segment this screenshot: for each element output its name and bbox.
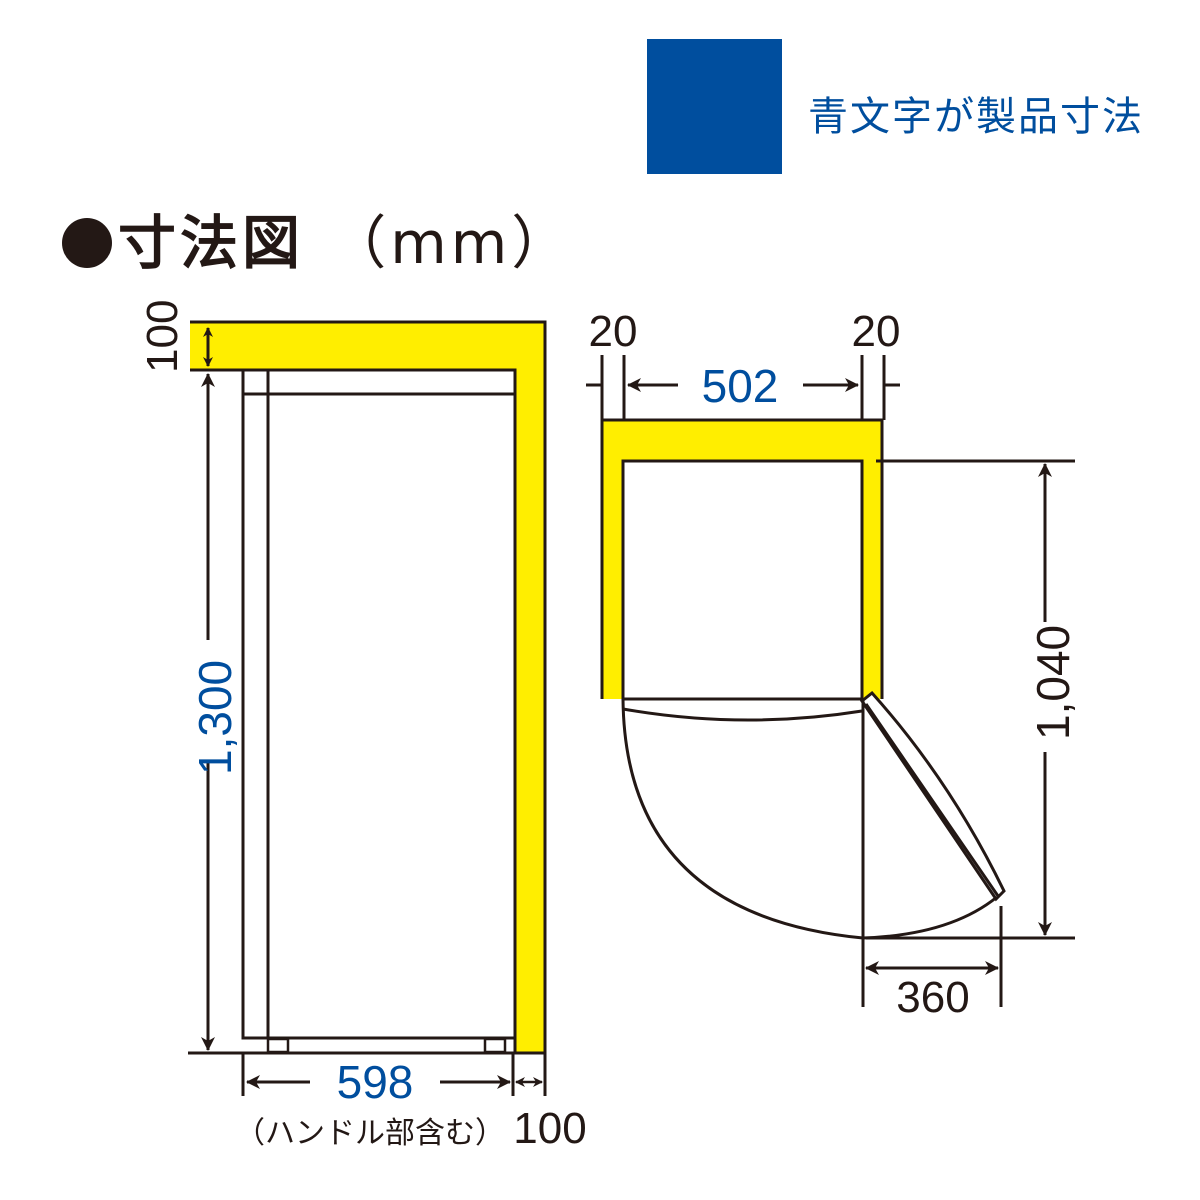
top-right-clearance-label: 20	[852, 307, 901, 356]
top-depth-label: 1,040	[1027, 625, 1079, 740]
legend-swatch	[647, 39, 782, 174]
top-width-label: 502	[702, 360, 779, 412]
top-view: 20 20 502 1,040 360	[586, 307, 1079, 1022]
page-title: 寸法図 （mm）	[62, 196, 573, 280]
side-clearance-label: 100	[513, 1104, 586, 1153]
side-height-label: 1,300	[189, 660, 241, 775]
side-view: 100 1,300 598 （ハンドル部含む） 100	[138, 300, 587, 1153]
side-width-label: 598	[337, 1056, 414, 1108]
title-unit: （mm）	[328, 209, 574, 277]
legend-label: 青文字が製品寸法	[808, 94, 1144, 140]
side-top-clearance-label: 100	[138, 300, 187, 373]
title-text: 寸法図	[118, 209, 305, 277]
top-left-clearance-label: 20	[589, 307, 638, 356]
side-width-note: （ハンドル部含む）	[235, 1116, 505, 1151]
door-swing-label: 360	[896, 973, 969, 1022]
bullet-icon	[62, 217, 112, 268]
